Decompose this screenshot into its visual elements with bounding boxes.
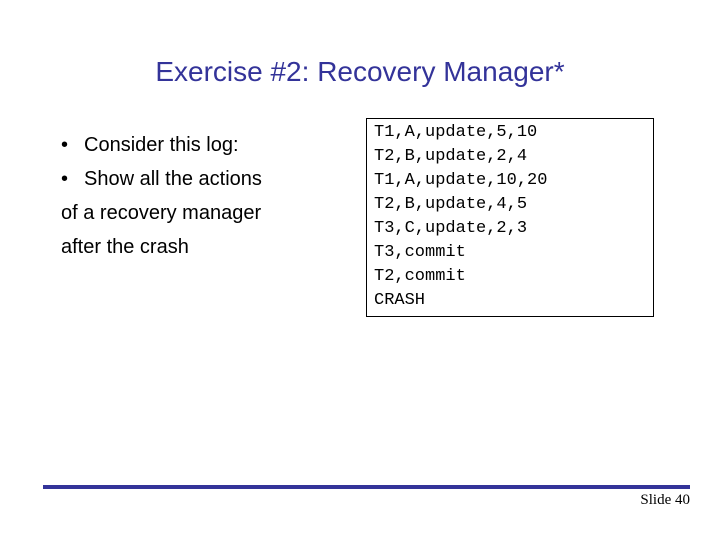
log-entry: T1,A,update,5,10	[374, 123, 538, 142]
page-title: Exercise #2: Recovery Manager*	[155, 55, 565, 87]
body-line-4: after the crash	[58, 230, 348, 264]
bullet-icon: •	[61, 168, 69, 190]
log-entry: T3,C,update,2,3	[374, 219, 528, 238]
body-line-1: • Consider this log:	[58, 128, 348, 162]
log-entry: T2,B,update,4,5	[374, 195, 528, 214]
log-entry: T2,B,update,2,4	[374, 147, 528, 166]
footer-divider	[43, 485, 690, 489]
body-line-3-label: of a recovery manager	[61, 202, 262, 224]
transaction-log-list: T1,A,update,5,10 T2,B,update,2,4 T1,A,up…	[374, 121, 547, 313]
log-entry: T3,commit	[374, 243, 466, 262]
body-text-block: • Consider this log: • Show all the acti…	[58, 128, 348, 264]
body-line-2: • Show all the actions	[58, 162, 348, 196]
body-line-2-label: Show all the actions	[84, 168, 262, 190]
body-line-1-label: Consider this log:	[84, 134, 239, 156]
log-entry: T1,A,update,10,20	[374, 171, 548, 190]
body-line-3: of a recovery manager	[58, 196, 348, 230]
log-entry: CRASH	[374, 291, 426, 310]
log-entry: T2,commit	[374, 267, 466, 286]
transaction-log-box: T1,A,update,5,10 T2,B,update,2,4 T1,A,up…	[366, 118, 654, 317]
slide-number-label: Slide 40	[640, 492, 690, 508]
body-line-4-label: after the crash	[61, 236, 189, 258]
bullet-icon: •	[61, 134, 69, 156]
